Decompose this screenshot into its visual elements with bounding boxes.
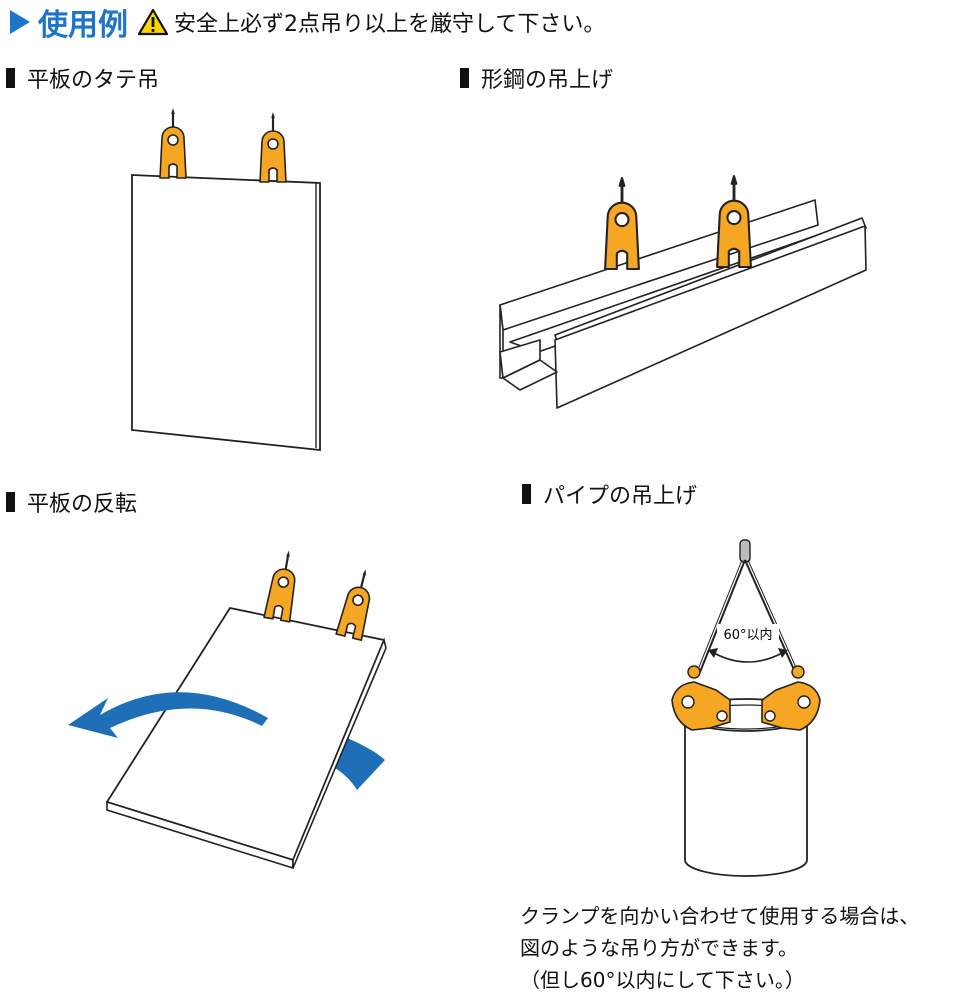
warning-icon bbox=[138, 8, 168, 36]
note-line-3: （但し60°以内にして下さい。） bbox=[520, 968, 805, 992]
clamp-icon bbox=[158, 106, 188, 180]
flat-plate-flip-figure bbox=[68, 547, 387, 870]
section-label-flat-flip: 平板の反転 bbox=[6, 486, 137, 518]
section-label-text: 形鋼の吊上げ bbox=[481, 68, 614, 93]
clamp-icon bbox=[262, 547, 303, 623]
play-triangle-icon bbox=[10, 10, 30, 34]
usage-note: クランプを向かい合わせて使用する場合は、 図のような吊り方ができます。 （但し6… bbox=[520, 900, 919, 996]
note-line-2: 図のような吊り方ができます。 bbox=[520, 936, 798, 960]
flat-plate-vertical-figure bbox=[131, 106, 321, 452]
header: 使用例 安全上必ず2点吊り以上を厳守して下さい。 bbox=[10, 2, 606, 43]
section-label-shaped-steel: 形鋼の吊上げ bbox=[460, 62, 613, 94]
clamp-icon bbox=[335, 564, 380, 642]
clamp-icon bbox=[671, 665, 731, 731]
note-line-1: クランプを向かい合わせて使用する場合は、 bbox=[520, 904, 920, 928]
pipe-lift-figure: 60°以内 bbox=[671, 539, 821, 877]
clamp-icon bbox=[603, 176, 641, 271]
clamp-icon bbox=[761, 665, 821, 731]
angle-label: 60°以内 bbox=[723, 627, 772, 643]
bullet-square-icon bbox=[6, 492, 15, 512]
h-beam-figure bbox=[499, 174, 867, 409]
bullet-square-icon bbox=[6, 68, 15, 88]
section-label-text: 平板の反転 bbox=[27, 492, 138, 517]
page-title: 使用例 bbox=[38, 8, 128, 43]
bullet-square-icon bbox=[460, 68, 469, 88]
warning-text: 安全上必ず2点吊り以上を厳守して下さい。 bbox=[174, 12, 606, 37]
clamp-icon bbox=[258, 110, 288, 184]
section-label-text: 平板のタテ吊 bbox=[27, 68, 160, 93]
section-label-pipe: パイプの吊上げ bbox=[522, 478, 697, 510]
section-label-text: パイプの吊上げ bbox=[543, 484, 698, 509]
section-label-flat-vertical: 平板のタテ吊 bbox=[6, 62, 159, 94]
bullet-square-icon bbox=[522, 484, 531, 504]
